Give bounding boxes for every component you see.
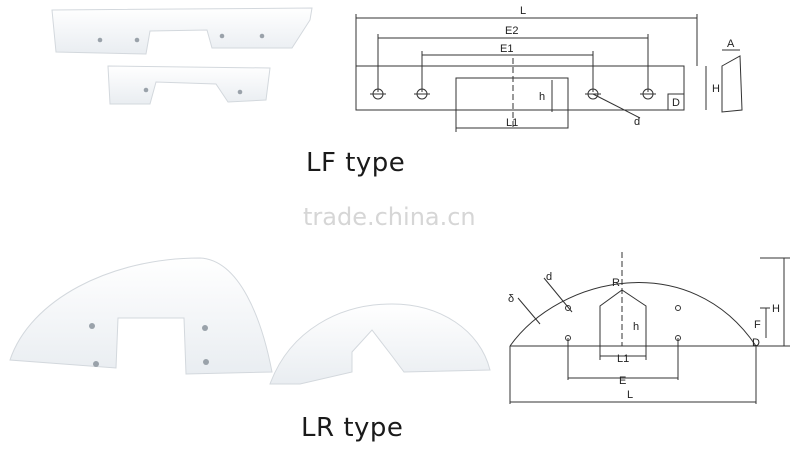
lf-part-short [107,65,271,105]
lf-label-h: h [539,91,545,103]
lr-label-F: F [754,319,761,331]
lf-label-L: L [520,5,526,17]
lr-part-small [269,303,491,385]
lr-label-d: d [546,271,552,283]
lf-label-L1: L1 [506,117,518,129]
lr-label-delta: δ [508,293,514,305]
lr-label-H: H [772,303,780,315]
lf-label-H: H [712,83,720,95]
lf-label-A: A [727,38,735,50]
lr-label-L1: L1 [617,353,629,365]
lr-label-D: D [752,337,760,349]
lf-label-E2: E2 [505,25,518,37]
lf-part-long [51,7,313,55]
lr-label-L: L [627,389,633,401]
caption-lf: LF type [306,148,406,178]
lr-label-E: E [619,375,626,387]
lf-label-E1: E1 [500,43,513,55]
lf-label-d: d [634,116,640,128]
lr-label-R: R [612,277,620,289]
watermark: trade.china.cn [303,203,476,231]
lr-label-h: h [633,321,639,333]
lf-drawing [355,14,743,132]
lr-drawing [509,252,790,404]
lf-label-D: D [672,97,680,109]
caption-lr: LR type [301,413,404,443]
lr-part-large [9,257,273,375]
